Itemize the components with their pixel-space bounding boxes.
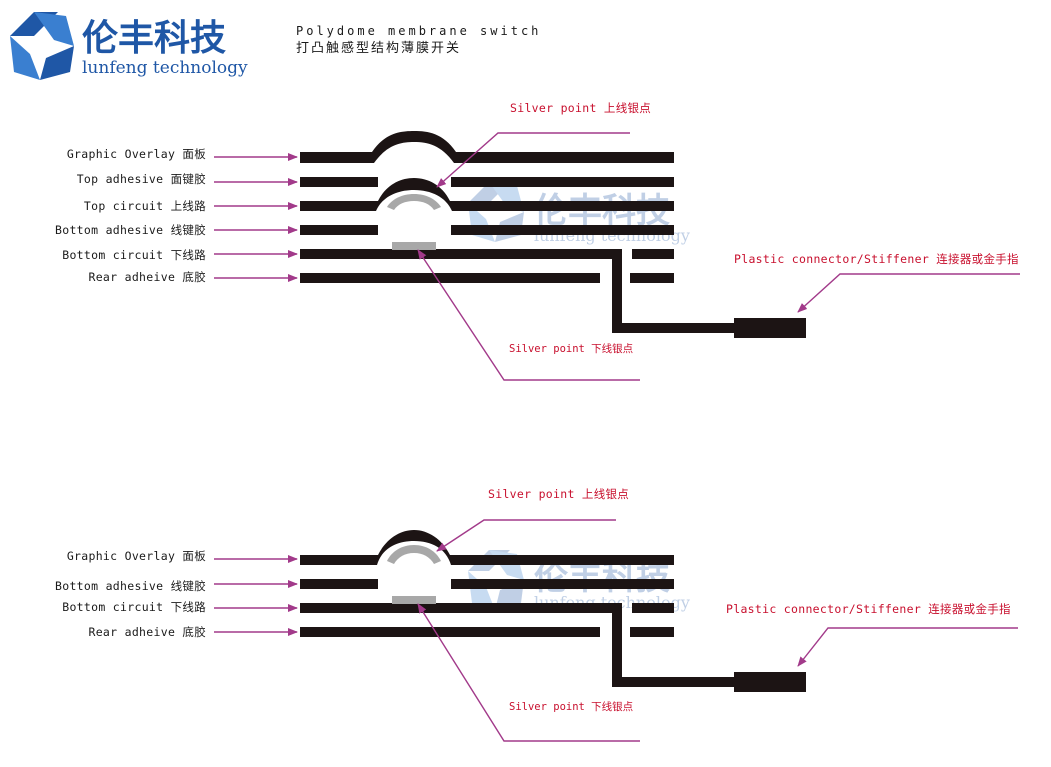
label-bottom-circuit: Bottom circuit 下线路 (62, 600, 206, 614)
layer-bottom-circuit (300, 249, 622, 259)
layer-bottom-adhesive-left (300, 579, 378, 589)
connector-stiffener (734, 318, 806, 338)
layer-bottom-circuit-right (632, 249, 674, 259)
diagram-1: Graphic Overlay 面板 Top adhesive 面键胶 Top … (55, 101, 1020, 381)
label-arrows (214, 555, 298, 636)
silver-point-top (387, 545, 441, 564)
callout-silver-bottom: Silver point 下线银点 (509, 342, 633, 355)
layer-rear-adhesive (300, 273, 600, 283)
label-top-circuit: Top circuit 上线路 (84, 199, 206, 213)
tail-vertical (612, 603, 622, 687)
callout-silver-bottom: Silver point 下线银点 (509, 700, 633, 713)
label-top-adhesive: Top adhesive 面键胶 (77, 172, 207, 186)
layer-top-circuit (300, 178, 674, 211)
layer-rear-adhesive-right (630, 627, 674, 637)
callout-arrow-silver-bottom (417, 603, 640, 742)
page-title-en: Polydome membrane switch (296, 24, 541, 38)
connector-stiffener (734, 672, 806, 692)
callout-connector: Plastic connector/Stiffener 连接器或金手指 (726, 602, 1011, 616)
layer-rear-adhesive (300, 627, 600, 637)
callout-arrow-connector (797, 273, 1020, 313)
silver-point-bottom (392, 596, 436, 604)
layer-bottom-adhesive-right (451, 225, 674, 235)
label-rear-adhesive: Rear adheive 底胶 (88, 270, 206, 284)
brand-name-cn: 伦丰科技 (82, 18, 226, 59)
tail-horizontal (612, 323, 736, 333)
layer-top-adhesive-left (300, 177, 378, 187)
tail-horizontal (612, 677, 736, 687)
layer-bottom-circuit (300, 603, 622, 613)
callout-arrow-silver-top (436, 132, 630, 188)
layer-graphic-overlay (300, 530, 674, 565)
callout-connector: Plastic connector/Stiffener 连接器或金手指 (734, 252, 1019, 266)
brand-logo: 伦丰科技 lunfeng technology (10, 12, 248, 80)
callout-silver-top: Silver point 上线银点 (488, 487, 629, 501)
tail-vertical (612, 249, 622, 333)
page-title-cn: 打凸触感型结构薄膜开关 (296, 40, 461, 56)
layer-bottom-adhesive-left (300, 225, 378, 235)
label-rear-adhesive: Rear adheive 底胶 (88, 625, 206, 639)
layer-bottom-circuit-right (632, 603, 674, 613)
watermark-1: 伦丰科技 lunfeng technology (468, 182, 690, 245)
layer-graphic-overlay (300, 131, 674, 163)
callout-arrow-silver-top (436, 519, 616, 552)
label-graphic-overlay: Graphic Overlay 面板 (67, 147, 206, 161)
silver-point-top (387, 194, 441, 210)
callout-arrow-connector (797, 627, 1018, 667)
layer-top-adhesive-right (451, 177, 674, 187)
layer-stack (300, 530, 806, 692)
label-arrows (214, 153, 298, 282)
label-bottom-adhesive: Bottom adhesive 线键胶 (55, 579, 206, 593)
layer-stack (300, 131, 806, 338)
callout-silver-top: Silver point 上线银点 (510, 101, 651, 115)
label-bottom-adhesive: Bottom adhesive 线键胶 (55, 223, 206, 237)
layer-rear-adhesive-right (630, 273, 674, 283)
silver-point-bottom (392, 242, 436, 250)
brand-name-en: lunfeng technology (82, 58, 248, 78)
label-graphic-overlay: Graphic Overlay 面板 (67, 549, 206, 563)
layer-bottom-adhesive-right (451, 579, 674, 589)
label-bottom-circuit: Bottom circuit 下线路 (62, 248, 206, 262)
diagram-2: Graphic Overlay 面板 Bottom adhesive 线键胶 B… (55, 487, 1018, 742)
logo-icon (10, 12, 74, 80)
callout-arrow-silver-bottom (417, 249, 640, 381)
